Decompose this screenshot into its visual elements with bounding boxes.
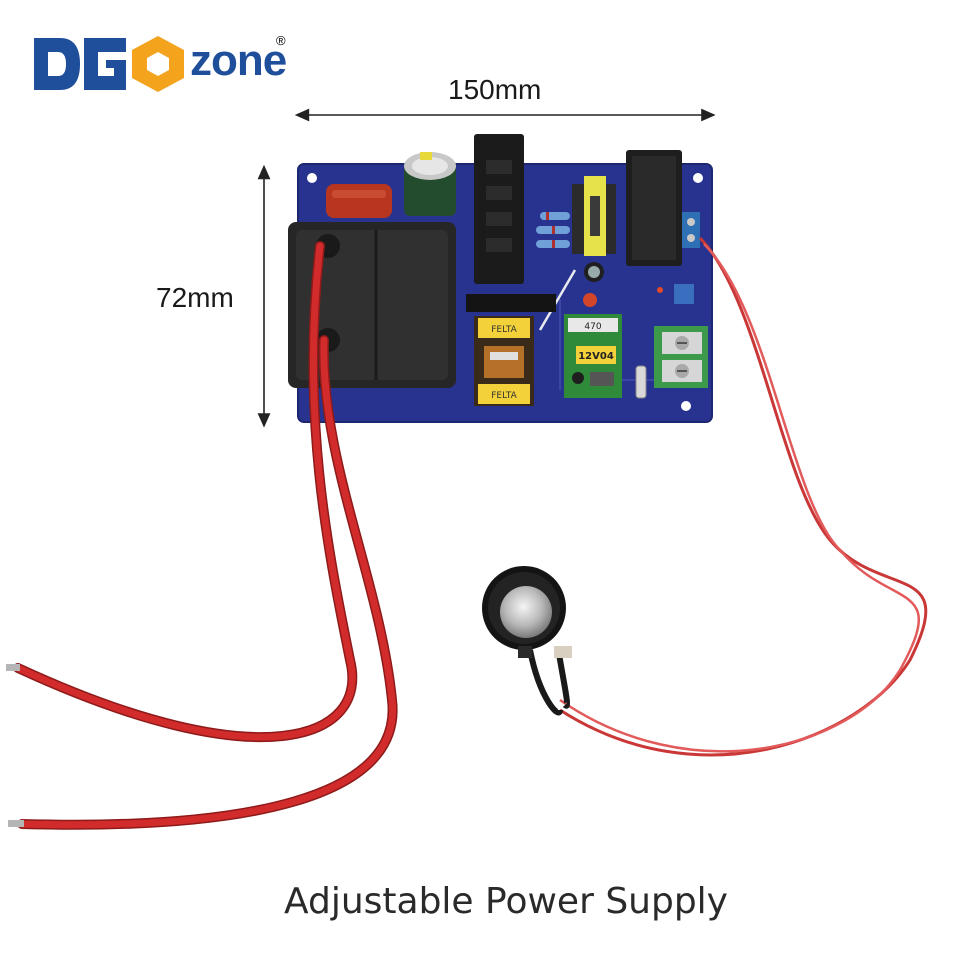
film-capacitor [326, 184, 392, 218]
control-wires [527, 236, 928, 757]
logo-word: zone [190, 36, 287, 85]
blue-terminal-block [682, 212, 700, 248]
height-dimension-label: 72mm [156, 282, 234, 313]
heatsink [466, 134, 556, 312]
power-module [564, 314, 622, 398]
brand-logo: zone ® [30, 34, 292, 94]
resistors [536, 212, 570, 248]
transformer-label-bottom: FELTA [491, 391, 517, 401]
transformer-housing [288, 222, 456, 388]
transformer-label-top: FELTA [491, 325, 517, 335]
green-terminal-block [654, 326, 708, 388]
logo-mark-icon [34, 36, 184, 92]
module-label-main: 12V04 [578, 351, 614, 362]
fuse [635, 365, 647, 399]
red-capacitor [583, 293, 597, 307]
output-wires [6, 241, 398, 830]
product-caption: Adjustable Power Supply [283, 881, 728, 922]
electrolytic-capacitor [404, 152, 456, 216]
inductor [572, 176, 616, 256]
trimmer-potentiometer [674, 284, 694, 304]
width-dimension-label: 150mm [448, 74, 542, 105]
module-label-top: 470 [584, 322, 601, 332]
small-transformer [474, 316, 534, 406]
adjustment-knob [482, 566, 572, 658]
registered-mark: ® [276, 33, 286, 48]
